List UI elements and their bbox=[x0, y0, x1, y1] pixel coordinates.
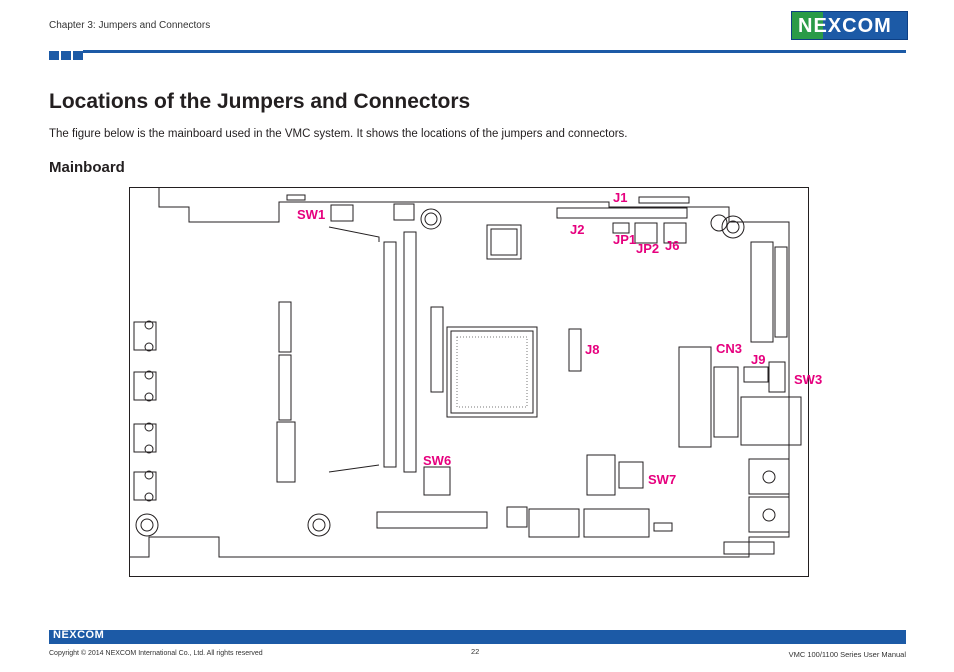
cpu-small-chip bbox=[486, 224, 522, 260]
lan-port bbox=[740, 396, 802, 446]
soc-chip bbox=[446, 326, 538, 418]
header-squares bbox=[49, 51, 83, 60]
pin-header bbox=[276, 421, 296, 483]
label-jp2: JP2 bbox=[636, 241, 659, 256]
label-sw3: SW3 bbox=[794, 372, 822, 387]
page-number: 22 bbox=[471, 647, 480, 656]
sw7-component bbox=[618, 461, 644, 489]
sw3-component bbox=[768, 361, 786, 393]
left-port bbox=[133, 321, 157, 351]
label-cn3: CN3 bbox=[716, 341, 742, 356]
j1-header bbox=[556, 207, 688, 219]
chapter-title: Chapter 3: Jumpers and Connectors bbox=[49, 20, 211, 31]
label-jp1: JP1 bbox=[613, 232, 636, 247]
right-header bbox=[750, 241, 774, 343]
board-outline bbox=[129, 187, 809, 577]
label-j1: J1 bbox=[613, 190, 627, 205]
label-sw7: SW7 bbox=[648, 472, 676, 487]
j8-connector bbox=[568, 328, 582, 372]
sw6-component bbox=[423, 466, 451, 496]
bottom-connector bbox=[583, 508, 650, 538]
left-port bbox=[133, 471, 157, 501]
mount-hole bbox=[307, 513, 331, 537]
bottom-header bbox=[376, 511, 488, 529]
footer-logo: NEXCOM bbox=[53, 629, 105, 641]
j6-header bbox=[663, 222, 687, 244]
intro-paragraph: The figure below is the mainboard used i… bbox=[49, 128, 628, 140]
page-title: Locations of the Jumpers and Connectors bbox=[49, 90, 471, 113]
logo-text: NEXCOM bbox=[798, 15, 892, 37]
mount-hole bbox=[420, 208, 442, 230]
label-sw1: SW1 bbox=[297, 207, 325, 222]
label-j2: J2 bbox=[570, 222, 584, 237]
label-j6: J6 bbox=[665, 238, 679, 253]
left-port bbox=[133, 423, 157, 453]
mainboard-diagram: SW1 J1 J2 JP1 JP2 J6 J8 CN3 J9 SW3 SW6 S… bbox=[129, 187, 822, 577]
nexcom-logo: NEXCOM bbox=[791, 11, 908, 40]
header-rule bbox=[83, 50, 906, 53]
copyright: Copyright © 2014 NEXCOM International Co… bbox=[49, 650, 263, 657]
mount-hole bbox=[721, 215, 745, 239]
label-sw6: SW6 bbox=[423, 453, 451, 468]
usb-port bbox=[748, 458, 790, 495]
board-inner-edge bbox=[130, 188, 790, 558]
mount-hole bbox=[135, 513, 159, 537]
footer-bar bbox=[49, 630, 906, 644]
usb-port bbox=[748, 496, 790, 533]
label-j8: J8 bbox=[585, 342, 599, 357]
left-port bbox=[133, 371, 157, 401]
logo-green-block bbox=[792, 12, 823, 39]
manual-title: VMC 100/1100 Series User Manual bbox=[788, 650, 906, 659]
j9-connector bbox=[743, 366, 769, 383]
dimm-slot bbox=[383, 241, 397, 468]
sw1-component bbox=[330, 204, 354, 222]
label-j9: J9 bbox=[751, 352, 765, 367]
bottom-connector bbox=[528, 508, 580, 538]
cn3-connector bbox=[678, 346, 712, 448]
jp2-jumper bbox=[634, 222, 658, 244]
section-heading: Mainboard bbox=[49, 159, 125, 176]
jp1-jumper bbox=[612, 222, 630, 234]
